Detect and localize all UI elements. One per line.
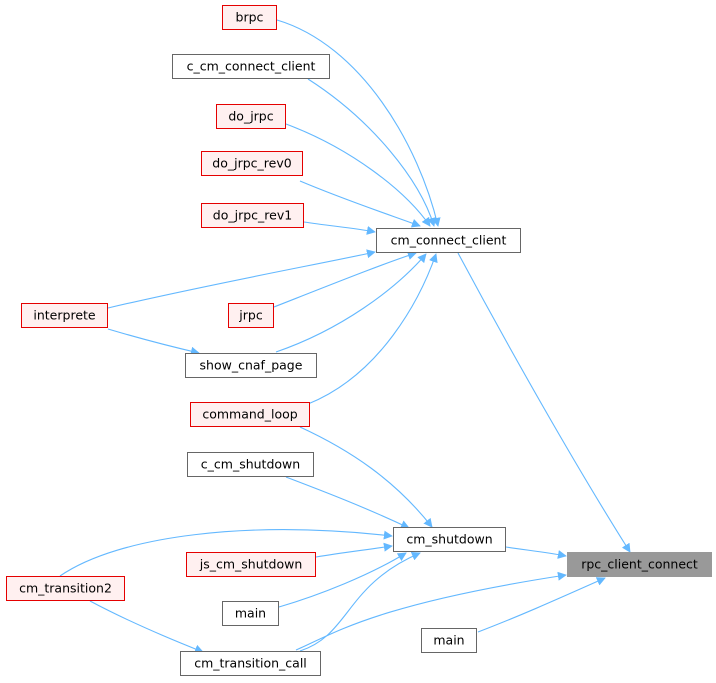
node-label: do_jrpc [228, 109, 273, 124]
edge-do_jrpc-to-cm_connect_client [285, 123, 431, 227]
node-do-jrpc-rev1[interactable]: do_jrpc_rev1 [201, 203, 304, 228]
node-box [187, 452, 314, 477]
node-box [222, 601, 279, 626]
node-c-cm-connect-client[interactable]: c_cm_connect_client [172, 54, 330, 79]
edge-cm_transition2-to-cm_transition_call [89, 600, 204, 654]
node-box [228, 303, 274, 328]
node-label: cm_transition_call [194, 656, 307, 671]
node-label: rpc_client_connect [581, 557, 698, 572]
node-c-cm-shutdown[interactable]: c_cm_shutdown [187, 452, 314, 477]
node-box [216, 104, 286, 129]
node-cm-connect-client[interactable]: cm_connect_client [376, 228, 521, 253]
edge-command_loop-to-cm_shutdown [299, 426, 433, 528]
edge-cm_transition2-to-cm_shutdown [59, 529, 393, 577]
node-box [21, 303, 108, 328]
node-box [201, 151, 303, 176]
edge-do_jrpc_rev0-to-cm_connect_client [299, 180, 421, 228]
edge-interprete-to-cm_connect_client [107, 249, 376, 309]
edge-js_cm_shutdown-to-cm_shutdown [315, 542, 393, 558]
node-label: cm_transition2 [19, 581, 112, 596]
edge-main_2-to-rpc_client_connect [477, 577, 606, 633]
edge-c_cm_shutdown-to-cm_shutdown [285, 476, 410, 529]
node-box [172, 54, 330, 79]
node-label: cm_shutdown [406, 532, 492, 547]
node-cm-transition2[interactable]: cm_transition2 [6, 576, 125, 601]
edge-show_cnaf_page-to-cm_connect_client [275, 253, 427, 353]
edge-cm_connect_client-to-rpc_client_connect [457, 252, 631, 553]
node-box [180, 651, 321, 676]
node-label: do_jrpc_rev0 [212, 156, 291, 171]
node-rpc-client-connect[interactable]: rpc_client_connect [567, 552, 712, 577]
node-js-cm-shutdown[interactable]: js_cm_shutdown [186, 552, 316, 577]
node-main-1[interactable]: main [222, 601, 279, 626]
edge-cm_shutdown-to-rpc_client_connect [505, 546, 567, 559]
edge-brpc-to-cm_connect_client [276, 19, 441, 227]
edge-jrpc-to-cm_connect_client [273, 251, 417, 308]
node-label: cm_connect_client [391, 233, 507, 248]
node-label: c_cm_shutdown [201, 457, 300, 472]
node-box [201, 203, 304, 228]
node-box [222, 5, 277, 30]
node-cm-shutdown[interactable]: cm_shutdown [393, 527, 506, 552]
node-do-jrpc[interactable]: do_jrpc [216, 104, 286, 129]
nodes-layer: brpc c_cm_connect_client do_jrpc do_jrpc_re… [6, 5, 712, 676]
edge-c_cm_connect_client-to-cm_connect_client [307, 78, 436, 227]
node-label: show_cnaf_page [200, 358, 303, 373]
edge-interprete-to-show_cnaf_page [107, 328, 200, 356]
node-do-jrpc-rev0[interactable]: do_jrpc_rev0 [201, 151, 303, 176]
node-box [376, 228, 521, 253]
edge-cm_transition_call-to-rpc_client_connect [295, 571, 567, 651]
node-label: interprete [33, 308, 96, 323]
node-label: c_cm_connect_client [187, 59, 316, 74]
node-label: command_loop [202, 407, 297, 422]
node-cm-transition-call[interactable]: cm_transition_call [180, 651, 321, 676]
node-box [185, 353, 317, 378]
node-box [186, 552, 316, 577]
node-label: js_cm_shutdown [199, 557, 303, 572]
node-jrpc[interactable]: jrpc [228, 303, 274, 328]
node-label: do_jrpc_rev1 [213, 208, 292, 223]
node-box [393, 527, 506, 552]
edges-layer [59, 19, 631, 654]
node-box [190, 402, 310, 427]
node-label: jrpc [238, 308, 263, 323]
edge-cm_transition_call-to-cm_shutdown [299, 552, 421, 652]
node-box [6, 576, 125, 601]
node-label: main [433, 633, 464, 648]
node-label: brpc [236, 10, 264, 25]
edge-command_loop-to-cm_connect_client [307, 253, 438, 405]
node-box [567, 552, 712, 577]
node-brpc[interactable]: brpc [222, 5, 277, 30]
edge-main_1-to-cm_shutdown [278, 552, 407, 608]
node-show-cnaf-page[interactable]: show_cnaf_page [185, 353, 317, 378]
node-interprete[interactable]: interprete [21, 303, 108, 328]
edge-do_jrpc_rev1-to-cm_connect_client [303, 221, 376, 235]
node-main-2[interactable]: main [421, 628, 477, 653]
node-label: main [235, 606, 266, 621]
node-box [421, 628, 477, 653]
node-command-loop[interactable]: command_loop [190, 402, 310, 427]
